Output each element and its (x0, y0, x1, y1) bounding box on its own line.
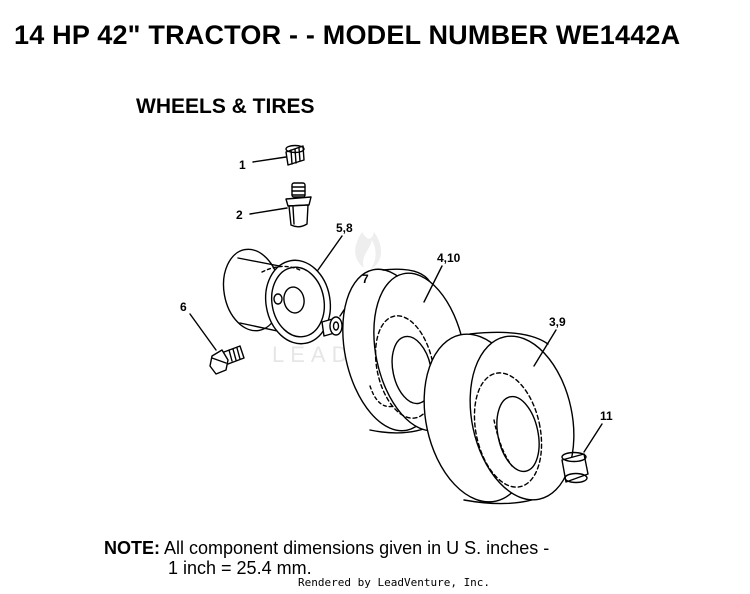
valve-cap-part (285, 144, 305, 166)
callout-5-8: 5,8 (336, 221, 353, 235)
bushing-part (321, 316, 343, 337)
callout-1: 1 (239, 158, 246, 172)
leader-line-1 (252, 156, 287, 163)
leader-line-58 (317, 235, 343, 271)
note-line-1: All component dimensions given in U S. i… (164, 538, 550, 558)
leader-line-2 (249, 207, 288, 215)
callout-2: 2 (236, 208, 243, 222)
callout-3-9: 3,9 (549, 315, 566, 329)
watermark-flame-icon (355, 232, 382, 270)
callout-4-10: 4,10 (437, 251, 461, 265)
callout-7: 7 (362, 272, 369, 286)
rendered-by-footer: Rendered by LeadVenture, Inc. (298, 576, 491, 589)
dimension-note: NOTE: All component dimensions given in … (104, 538, 549, 578)
leader-line-6 (189, 313, 217, 351)
section-title: WHEELS & TIRES (136, 95, 315, 118)
leader-line-410 (423, 265, 443, 303)
rear-tire-part (423, 331, 575, 505)
callout-6: 6 (180, 300, 187, 314)
note-label: NOTE: (104, 538, 160, 558)
leader-line-11 (583, 423, 603, 453)
valve-stem-part (285, 182, 312, 228)
lug-bolt-part (209, 345, 245, 375)
leader-line-39 (533, 329, 557, 367)
page-title: 14 HP 42" TRACTOR - - MODEL NUMBER WE144… (14, 20, 681, 50)
note-line-2: 1 inch = 25.4 mm. (168, 558, 312, 578)
wheel-rim-part (222, 248, 332, 345)
hub-cap-part (561, 451, 589, 484)
callout-11: 11 (600, 409, 613, 423)
